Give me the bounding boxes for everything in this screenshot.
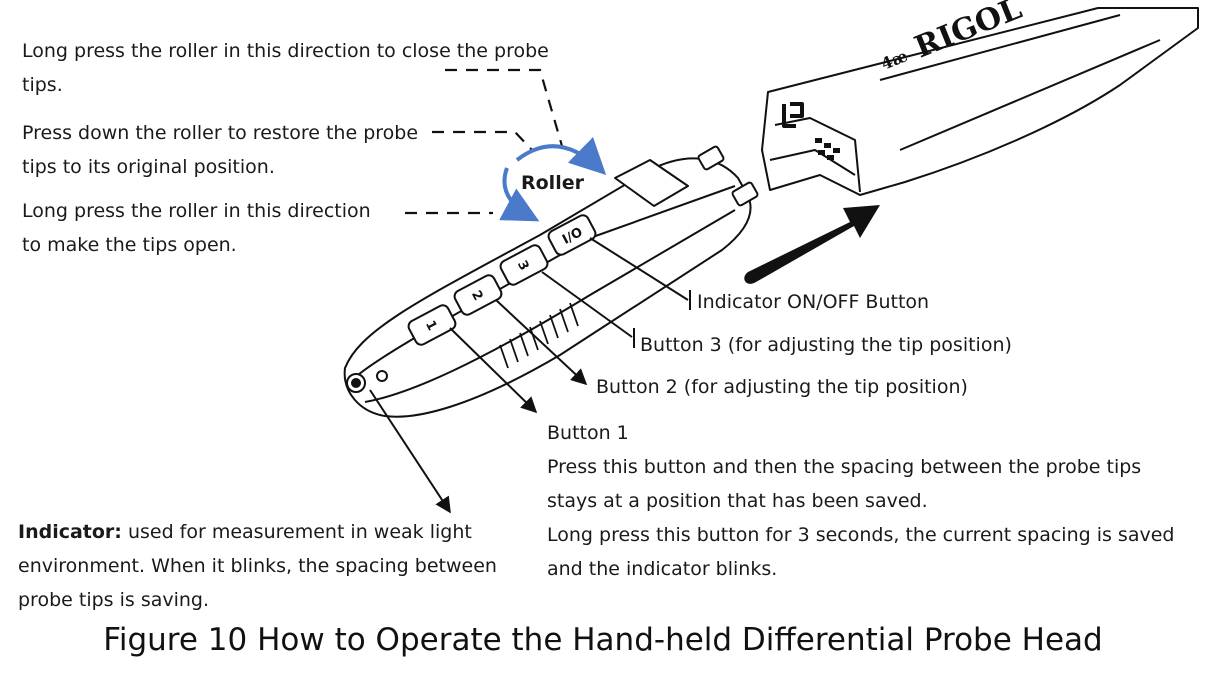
probe-buttons [407,214,597,346]
close-leader [445,68,564,147]
indicator-line2: environment. When it blinks, the spacing… [18,555,497,577]
restore-leader [432,130,533,151]
button3-callout: Button 3 (for adjusting the tip position… [640,334,1012,356]
button-1-shape [407,304,457,346]
roller-arrow-close [515,137,607,176]
indicator-line3: probe tips is saving. [18,589,210,611]
button1-leader [449,327,538,414]
roller-label: Roller [521,172,584,194]
button1-line1: Press this button and then the spacing b… [547,456,1142,478]
roller-arrows [499,137,607,222]
button1-line3: Long press this button for 3 seconds, th… [547,524,1175,546]
probe-handle [343,145,759,418]
roller-close-line1: Long press the roller in this direction … [22,40,549,62]
roller-open-line1: Long press the roller in this direction [22,200,371,222]
roller-restore-note: Press down the roller to restore the pro… [22,116,418,184]
probe-head-contacts [815,138,840,160]
indicator-label: Indicator: [18,521,122,543]
grip-ribs [499,302,579,369]
indicator-line1: used for measurement in weak light [121,521,472,543]
roller-leader-lines [405,68,564,215]
onoff-leader [589,237,689,301]
rigol-logo-mark [782,102,804,128]
callout-leaders [369,237,691,514]
button-2-shape [453,274,503,316]
button1-line4: and the indicator blinks. [547,558,778,580]
button-3-shape [499,244,549,286]
button1-line2: stays at a position that has been saved. [547,490,928,512]
button3-leader [541,271,633,338]
probe-head [761,7,1199,196]
roller-close-line2: tips. [22,74,63,96]
button1-callout: Button 1 Press this button and then the … [547,416,1174,586]
roller-open-line2: to make the tips open. [22,234,237,256]
roller-restore-line1: Press down the roller to restore the pro… [22,122,419,144]
onoff-button-shape [547,214,597,256]
indicator-leader [369,389,451,514]
roller-open-note: Long press the roller in this direction … [22,194,371,262]
indicator-note: Indicator: used for measurement in weak … [18,515,497,617]
roller-close-note: Long press the roller in this direction … [22,34,549,102]
roller-restore-line2: tips to its original position. [22,156,275,178]
button2-callout: Button 2 (for adjusting the tip position… [596,376,968,398]
roller-arrow-open [499,167,540,222]
button1-title: Button 1 [547,422,629,444]
insert-arrow [744,205,880,284]
onoff-callout: Indicator ON/OFF Button [697,291,930,313]
button2-leader [495,299,588,386]
figure-caption: Figure 10 How to Operate the Hand-held D… [103,622,1103,658]
